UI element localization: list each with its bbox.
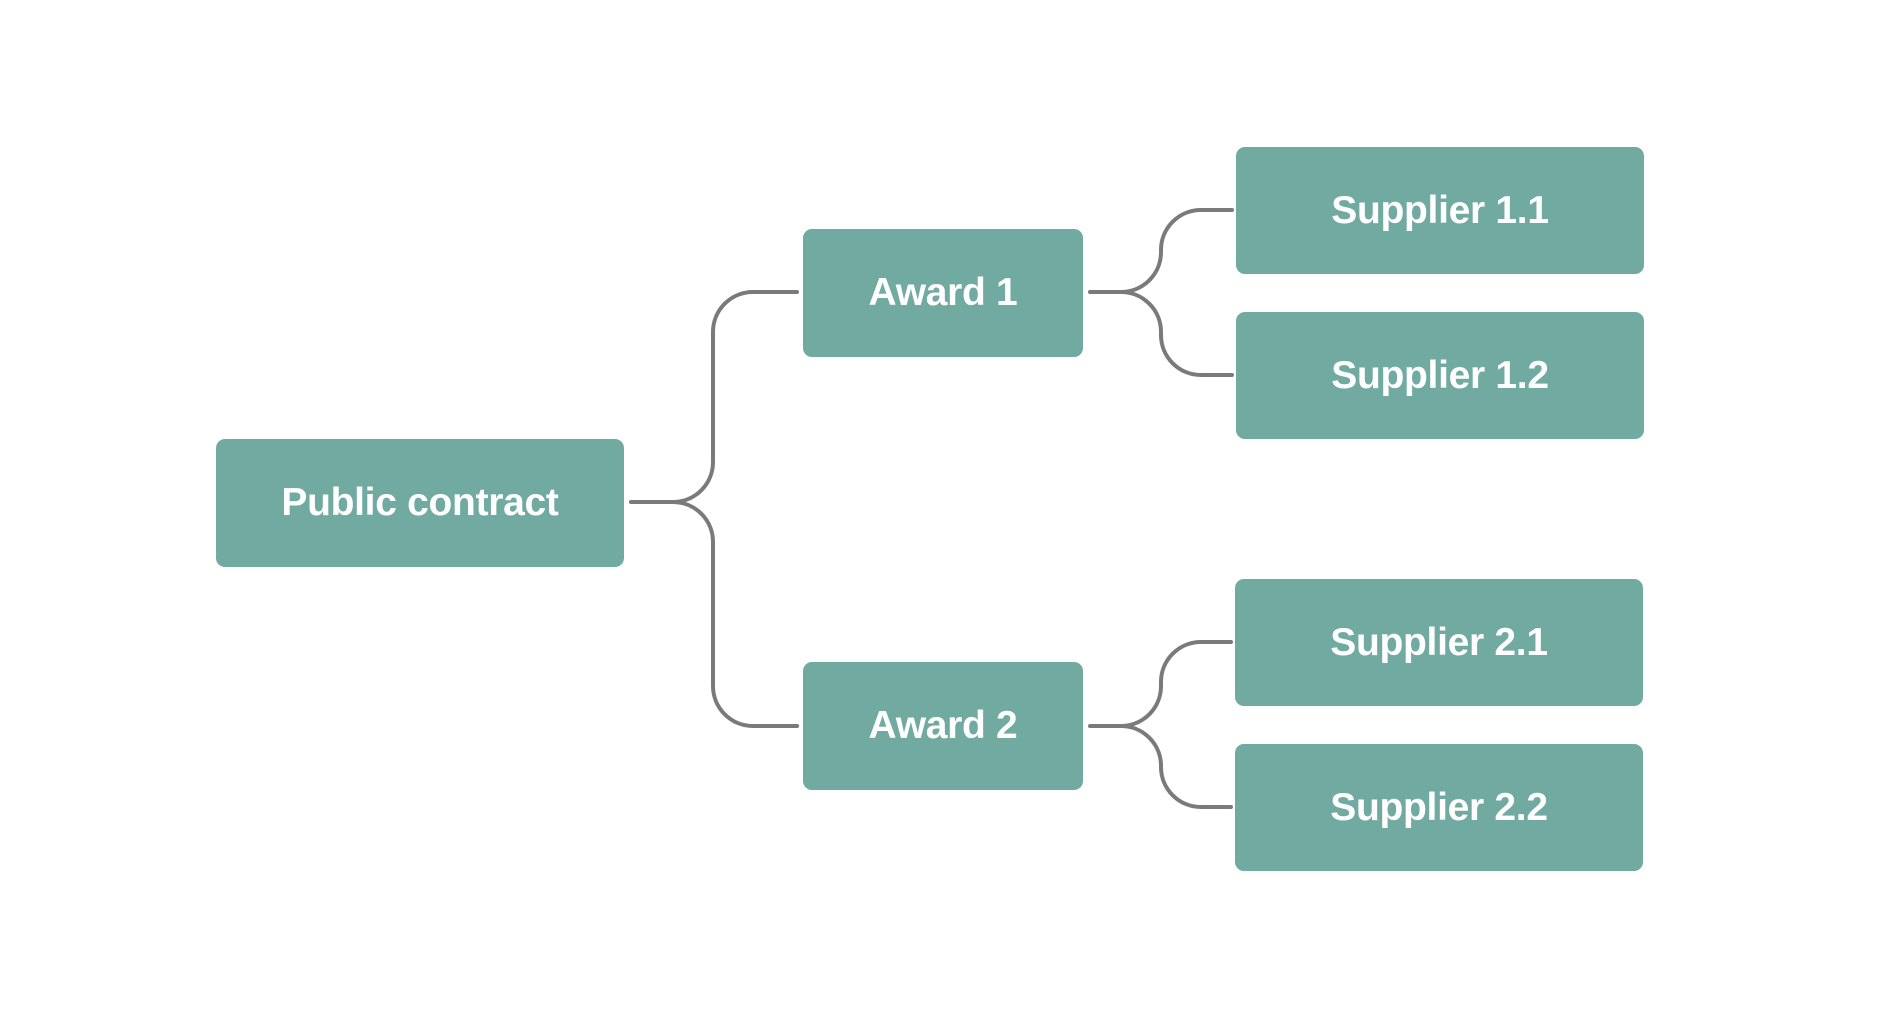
node-supplier-1-2[interactable]: Supplier 1.2: [1236, 312, 1644, 439]
connector-award-2-supplier-2-1: [1088, 640, 1233, 728]
node-label: Award 1: [868, 271, 1018, 314]
connector-award-2-supplier-2-2: [1119, 724, 1233, 809]
node-label: Public contract: [281, 481, 559, 524]
node-supplier-2-2[interactable]: Supplier 2.2: [1235, 744, 1643, 871]
node-label: Supplier 2.2: [1330, 785, 1548, 829]
connector-root-award-1: [629, 290, 799, 504]
connector-root-award-2: [671, 500, 799, 728]
node-label: Supplier 1.1: [1331, 188, 1549, 232]
node-award-2[interactable]: Award 2: [803, 662, 1083, 790]
node-supplier-1-1[interactable]: Supplier 1.1: [1236, 147, 1644, 274]
node-supplier-2-1[interactable]: Supplier 2.1: [1235, 579, 1643, 706]
connector-award-1-supplier-1-2: [1119, 290, 1234, 377]
node-label: Supplier 2.1: [1330, 620, 1548, 664]
connector-award-1-supplier-1-1: [1088, 208, 1234, 294]
node-label: Supplier 1.2: [1331, 353, 1549, 397]
node-label: Award 2: [868, 704, 1018, 747]
node-public-contract[interactable]: Public contract: [216, 439, 624, 567]
node-award-1[interactable]: Award 1: [803, 229, 1083, 357]
